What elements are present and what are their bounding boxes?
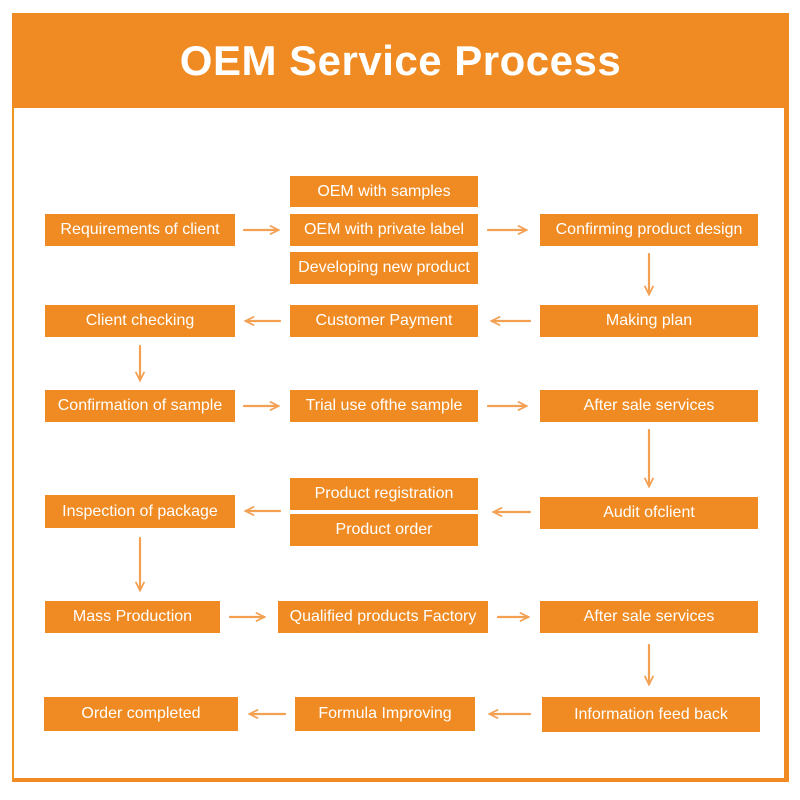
node-order-completed: Order completed <box>44 697 238 731</box>
node-oem-with-private-label: OEM with private label <box>290 214 478 246</box>
node-product-registration: Product registration <box>290 478 478 510</box>
node-formula-improving: Formula Improving <box>295 697 475 731</box>
node-qualified-products-factory: Qualified products Factory <box>278 601 488 633</box>
node-oem-with-samples: OEM with samples <box>290 176 478 207</box>
node-after-sale-services-2: After sale services <box>540 601 758 633</box>
node-after-sale-services-1: After sale services <box>540 390 758 422</box>
header-bar: OEM Service Process <box>12 13 789 108</box>
page-title: OEM Service Process <box>179 36 622 84</box>
node-mass-production: Mass Production <box>45 601 220 633</box>
node-information-feed-back: Information feed back <box>542 697 760 732</box>
node-confirmation-of-sample: Confirmation of sample <box>45 390 235 422</box>
node-requirements-of-client: Requirements of client <box>45 214 235 246</box>
node-audit-of-client: Audit ofclient <box>540 497 758 529</box>
node-making-plan: Making plan <box>540 305 758 337</box>
node-trial-use-of-the-sample: Trial use ofthe sample <box>290 390 478 422</box>
page-border-frame <box>12 13 789 782</box>
node-inspection-of-package: Inspection of package <box>45 495 235 528</box>
node-developing-new-product: Developing new product <box>290 252 478 284</box>
node-confirming-product-design: Confirming product design <box>540 214 758 246</box>
node-product-order: Product order <box>290 514 478 546</box>
node-client-checking: Client checking <box>45 305 235 337</box>
node-customer-payment: Customer Payment <box>290 305 478 337</box>
